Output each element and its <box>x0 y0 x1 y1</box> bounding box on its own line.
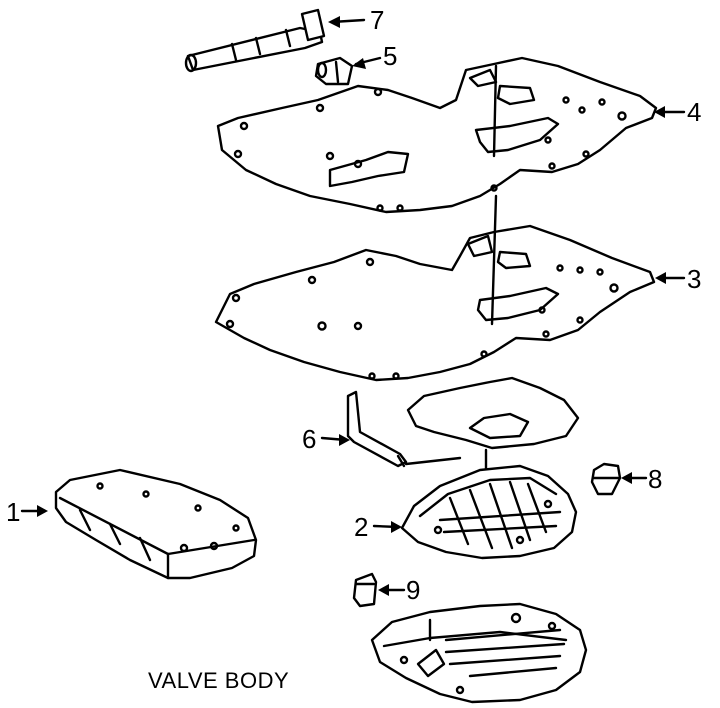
svg-text:7: 7 <box>370 5 384 35</box>
svg-text:8: 8 <box>648 464 662 494</box>
svg-text:4: 4 <box>687 97 701 127</box>
callout-7: 7 <box>328 5 384 35</box>
part-4-upper-plate[interactable] <box>216 56 658 214</box>
callout-8: 8 <box>621 464 662 494</box>
part-3-separator-plate[interactable] <box>214 194 656 382</box>
callout-6: 6 <box>302 424 350 454</box>
svg-text:2: 2 <box>354 512 368 542</box>
part-6-tube[interactable] <box>346 390 408 468</box>
part-1-filter[interactable] <box>54 468 258 580</box>
part-5-fitting[interactable] <box>314 56 354 86</box>
svg-text:9: 9 <box>406 575 420 605</box>
callout-5: 5 <box>352 41 397 71</box>
callout-3: 3 <box>655 264 701 294</box>
diagram-caption: VALVE BODY <box>148 668 290 693</box>
part-9-plug[interactable] <box>352 572 378 608</box>
valve-body-assembly[interactable] <box>370 602 588 704</box>
svg-text:6: 6 <box>302 424 316 454</box>
svg-text:5: 5 <box>383 41 397 71</box>
callout-4: 4 <box>654 97 701 127</box>
callout-9: 9 <box>378 575 420 605</box>
callout-1: 1 <box>6 497 48 527</box>
callout-2: 2 <box>354 512 402 542</box>
part-2-valve-body[interactable] <box>400 464 578 560</box>
valve-body-gasket[interactable] <box>404 376 580 480</box>
part-7-manual-valve[interactable] <box>184 8 326 73</box>
svg-text:3: 3 <box>687 264 701 294</box>
part-8-plug[interactable] <box>590 462 622 496</box>
svg-text:1: 1 <box>6 497 20 527</box>
